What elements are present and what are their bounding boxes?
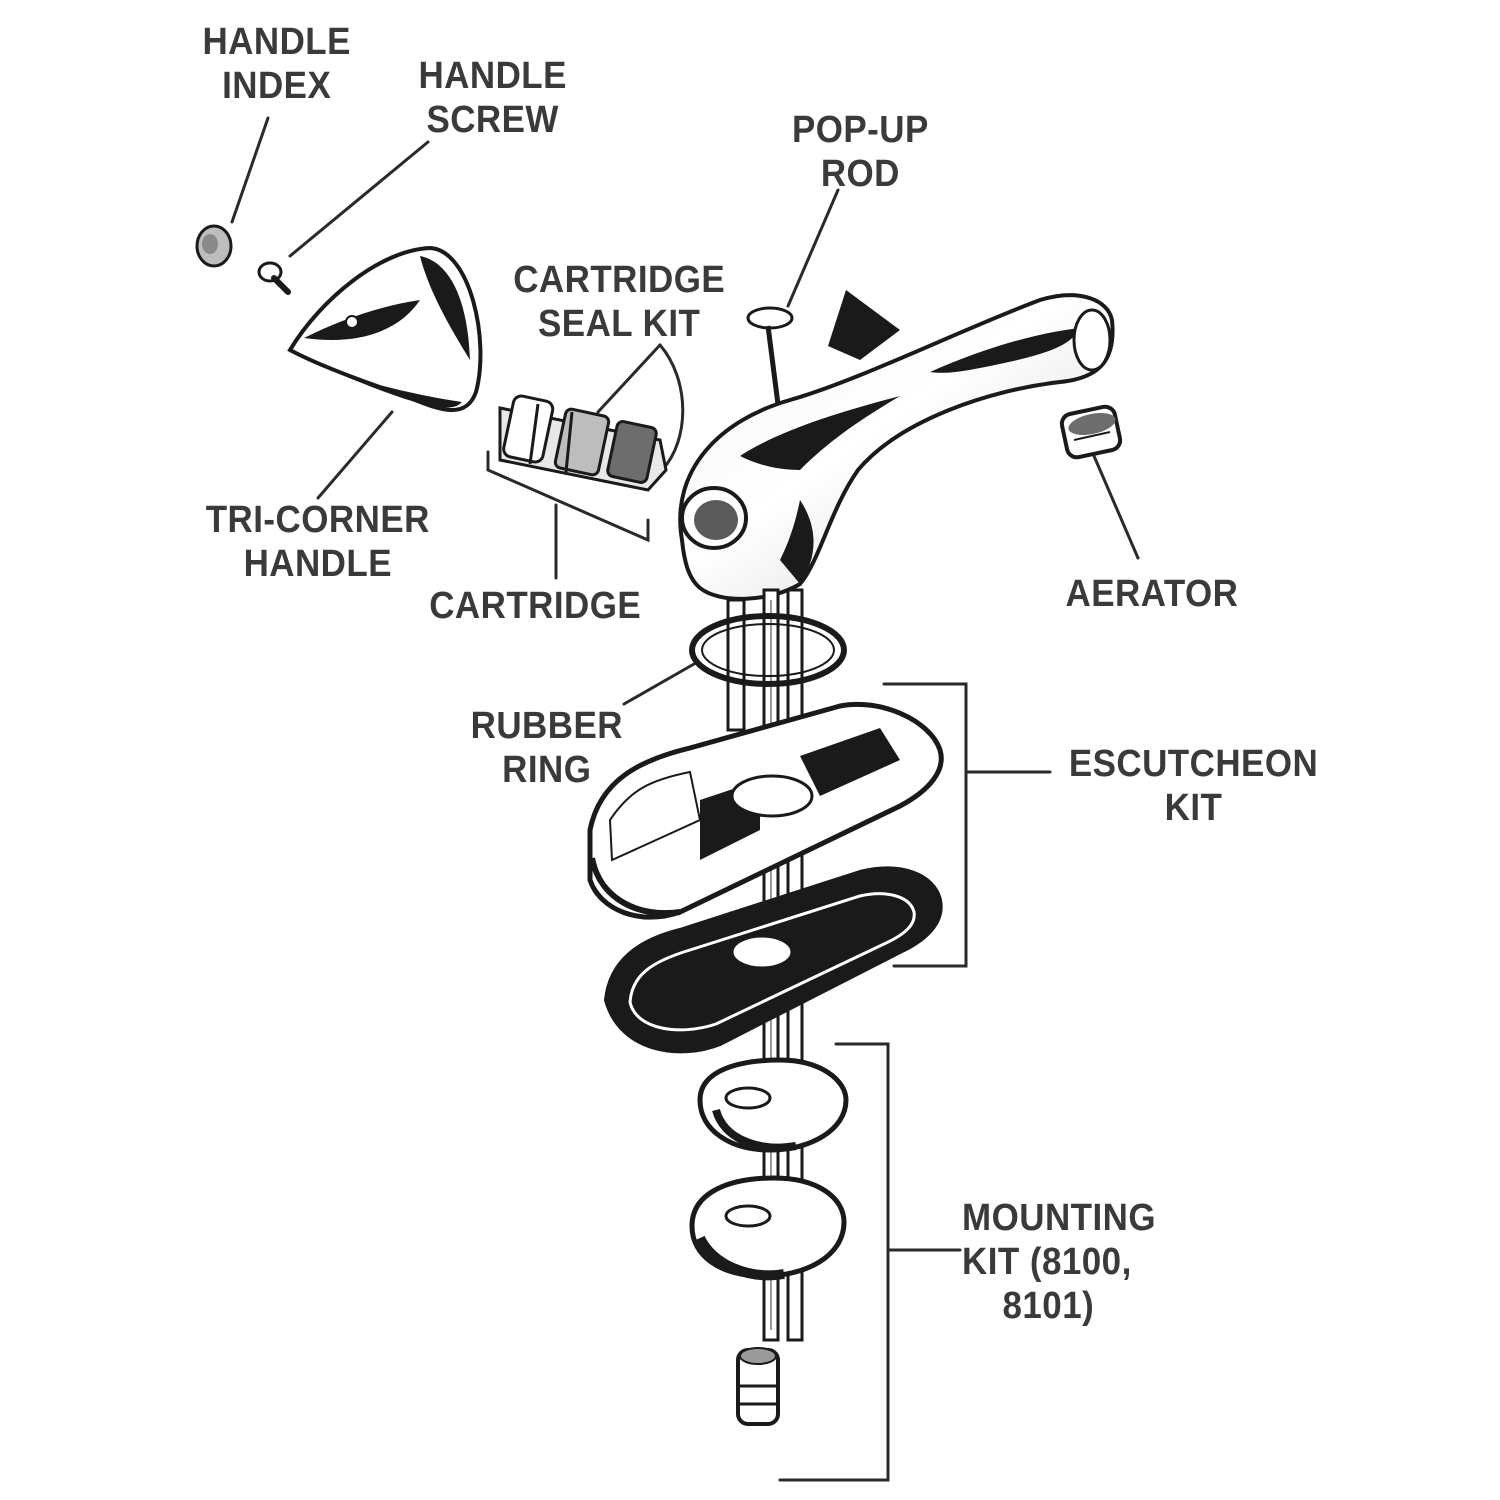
leader-seal-kit-b bbox=[658, 343, 685, 472]
label-cartridge-seal-kit: CARTRIDGE SEAL KIT bbox=[513, 258, 725, 346]
label-handle-index-line2: INDEX bbox=[222, 65, 332, 107]
handle-index-part bbox=[195, 224, 233, 268]
label-aerator: AERATOR bbox=[1066, 572, 1239, 616]
label-cartridge-text: CARTRIDGE bbox=[429, 585, 642, 627]
mounting-bracket bbox=[778, 1042, 890, 1482]
escutcheon-plate-part bbox=[587, 701, 944, 920]
label-mounting-line3: 8101) bbox=[1002, 1285, 1095, 1327]
label-popup-rod-line2: ROD bbox=[820, 153, 900, 195]
leader-tri-corner bbox=[316, 410, 394, 500]
cartridge-part bbox=[498, 394, 668, 492]
cartridge-bracket bbox=[486, 450, 650, 543]
label-escutcheon-line1: ESCUTCHEON bbox=[1068, 743, 1319, 785]
mounting-washer-upper bbox=[697, 1057, 849, 1153]
leader-seal-kit-a bbox=[596, 343, 662, 414]
rubber-ring-part bbox=[689, 613, 847, 687]
label-mounting-line2: KIT (8100, bbox=[962, 1241, 1132, 1283]
label-seal-kit-line1: CARTRIDGE bbox=[513, 259, 726, 301]
label-tri-corner-handle: TRI-CORNER HANDLE bbox=[206, 498, 430, 586]
label-rubber-ring-line2: RING bbox=[502, 749, 592, 791]
label-rubber-ring: RUBBER RING bbox=[471, 704, 623, 792]
tri-corner-handle-part bbox=[287, 245, 483, 412]
label-mounting-line1: MOUNTING bbox=[962, 1197, 1157, 1239]
escutcheon-bracket bbox=[882, 682, 968, 968]
mounting-washer-lower bbox=[689, 1175, 847, 1281]
label-handle-screw: HANDLE SCREW bbox=[418, 54, 566, 142]
label-handle-screw-line1: HANDLE bbox=[418, 55, 567, 97]
handle-screw-part bbox=[257, 261, 291, 295]
label-cartridge: CARTRIDGE bbox=[429, 584, 641, 628]
label-mounting-kit: MOUNTING KIT (8100, 8101) bbox=[962, 1196, 1156, 1328]
label-handle-screw-line2: SCREW bbox=[426, 99, 559, 141]
label-handle-index-line1: HANDLE bbox=[202, 21, 351, 63]
label-rubber-ring-line1: RUBBER bbox=[470, 705, 623, 747]
label-tri-corner-line1: TRI-CORNER bbox=[205, 499, 430, 541]
label-popup-rod: POP-UP ROD bbox=[792, 108, 929, 196]
label-escutcheon-kit: ESCUTCHEON KIT bbox=[1069, 742, 1318, 830]
coupling-nut-part bbox=[736, 1347, 780, 1426]
leader-handle-index bbox=[230, 116, 270, 224]
label-tri-corner-line2: HANDLE bbox=[243, 543, 392, 585]
leader-handle-screw bbox=[288, 140, 430, 258]
label-popup-rod-line1: POP-UP bbox=[791, 109, 929, 151]
leader-popup-rod bbox=[786, 188, 840, 308]
leader-aerator bbox=[1092, 454, 1140, 560]
leader-lines bbox=[230, 116, 1140, 1482]
leader-rubber-ring bbox=[622, 662, 696, 706]
label-handle-index: HANDLE INDEX bbox=[202, 20, 350, 108]
label-aerator-text: AERATOR bbox=[1065, 573, 1239, 615]
faucet-body-part bbox=[678, 290, 1115, 601]
label-escutcheon-line2: KIT bbox=[1164, 787, 1223, 829]
label-seal-kit-line2: SEAL KIT bbox=[538, 303, 701, 345]
escutcheon-gasket-part bbox=[603, 866, 943, 1054]
aerator-part bbox=[1059, 404, 1123, 460]
